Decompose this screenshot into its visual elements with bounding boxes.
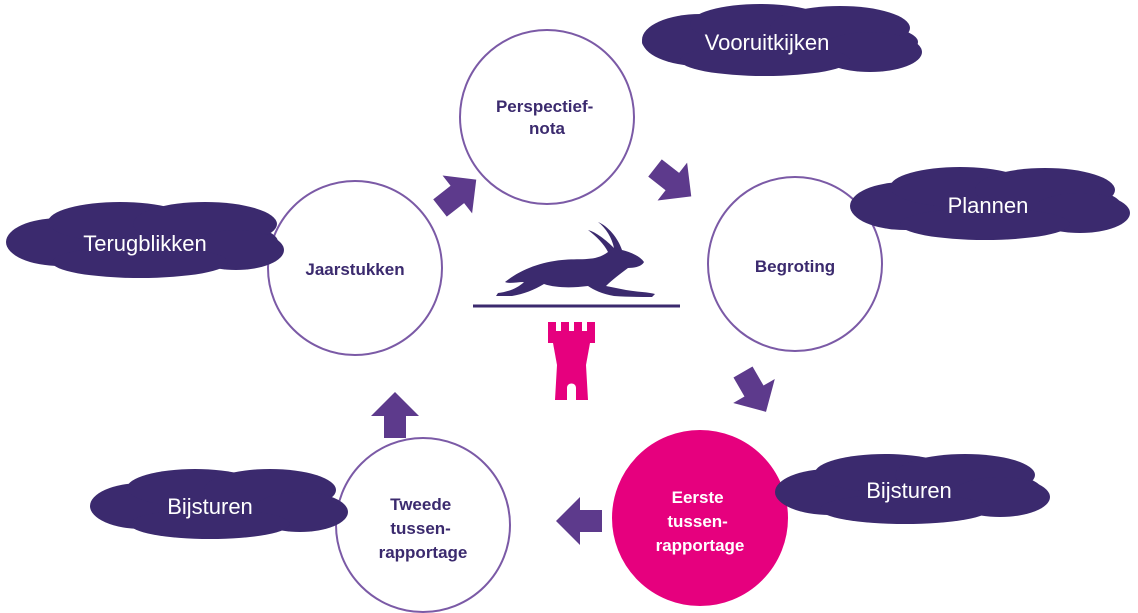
stage-eerste-tussenrapportage: Eerste tussen- rapportage (612, 430, 788, 606)
stage-jaarstukken: Jaarstukken (267, 180, 443, 356)
stage-perspectiefnota-line-1: Perspectief- (496, 97, 593, 116)
stage-perspectiefnota-line-2: nota (529, 119, 565, 138)
svg-text:Tweede tussen- rap: Tweede tussen- rapportage (379, 495, 468, 562)
arrow-eerste-to-tweede (556, 497, 602, 545)
svg-text:Begroting: Begroting (755, 257, 835, 276)
stage-jaarstukken-line-1: Jaarstukken (305, 260, 404, 279)
arrow-perspectiefnota-to-begroting (648, 159, 692, 201)
stage-eerste-line-2: tussen- (667, 512, 727, 531)
cloud-bijsturen-right-label: Bijsturen (866, 478, 952, 503)
svg-text:Perspectief- nota: Perspectief- nota (496, 97, 598, 138)
stage-tweede-line-3: rapportage (379, 543, 468, 562)
tower-logo-icon (548, 322, 595, 400)
hare-logo-icon (496, 222, 655, 297)
cloud-vooruitkijken: Vooruitkijken (642, 4, 922, 76)
stage-begroting: Begroting (707, 176, 883, 352)
cloud-terugblikken: Terugblikken (6, 202, 284, 278)
stage-eerste-line-3: rapportage (656, 536, 745, 555)
svg-text:Eerste tussen- rap: Eerste tussen- rapportage (656, 488, 745, 555)
cloud-plannen: Plannen (850, 167, 1130, 240)
cloud-bijsturen-right: Bijsturen (775, 454, 1050, 524)
arrow-jaarstukken-to-perspectiefnota (433, 175, 477, 217)
stage-eerste-line-1: Eerste (672, 488, 724, 507)
stage-tweede-line-1: Tweede (390, 495, 451, 514)
arrow-begroting-to-eerste (733, 366, 775, 412)
stage-begroting-line-1: Begroting (755, 257, 835, 276)
cloud-vooruitkijken-label: Vooruitkijken (705, 30, 830, 55)
stage-tweede-line-2: tussen- (390, 519, 450, 538)
cloud-bijsturen-left-label: Bijsturen (167, 494, 253, 519)
cloud-terugblikken-label: Terugblikken (83, 231, 207, 256)
arrow-tweede-to-jaarstukken (371, 392, 419, 438)
stage-tweede-tussenrapportage: Tweede tussen- rapportage (335, 437, 511, 613)
cloud-plannen-label: Plannen (948, 193, 1029, 218)
stage-perspectiefnota: Perspectief- nota (459, 29, 635, 205)
svg-text:Jaarstukken: Jaarstukken (305, 260, 404, 279)
cloud-bijsturen-left: Bijsturen (90, 469, 348, 539)
